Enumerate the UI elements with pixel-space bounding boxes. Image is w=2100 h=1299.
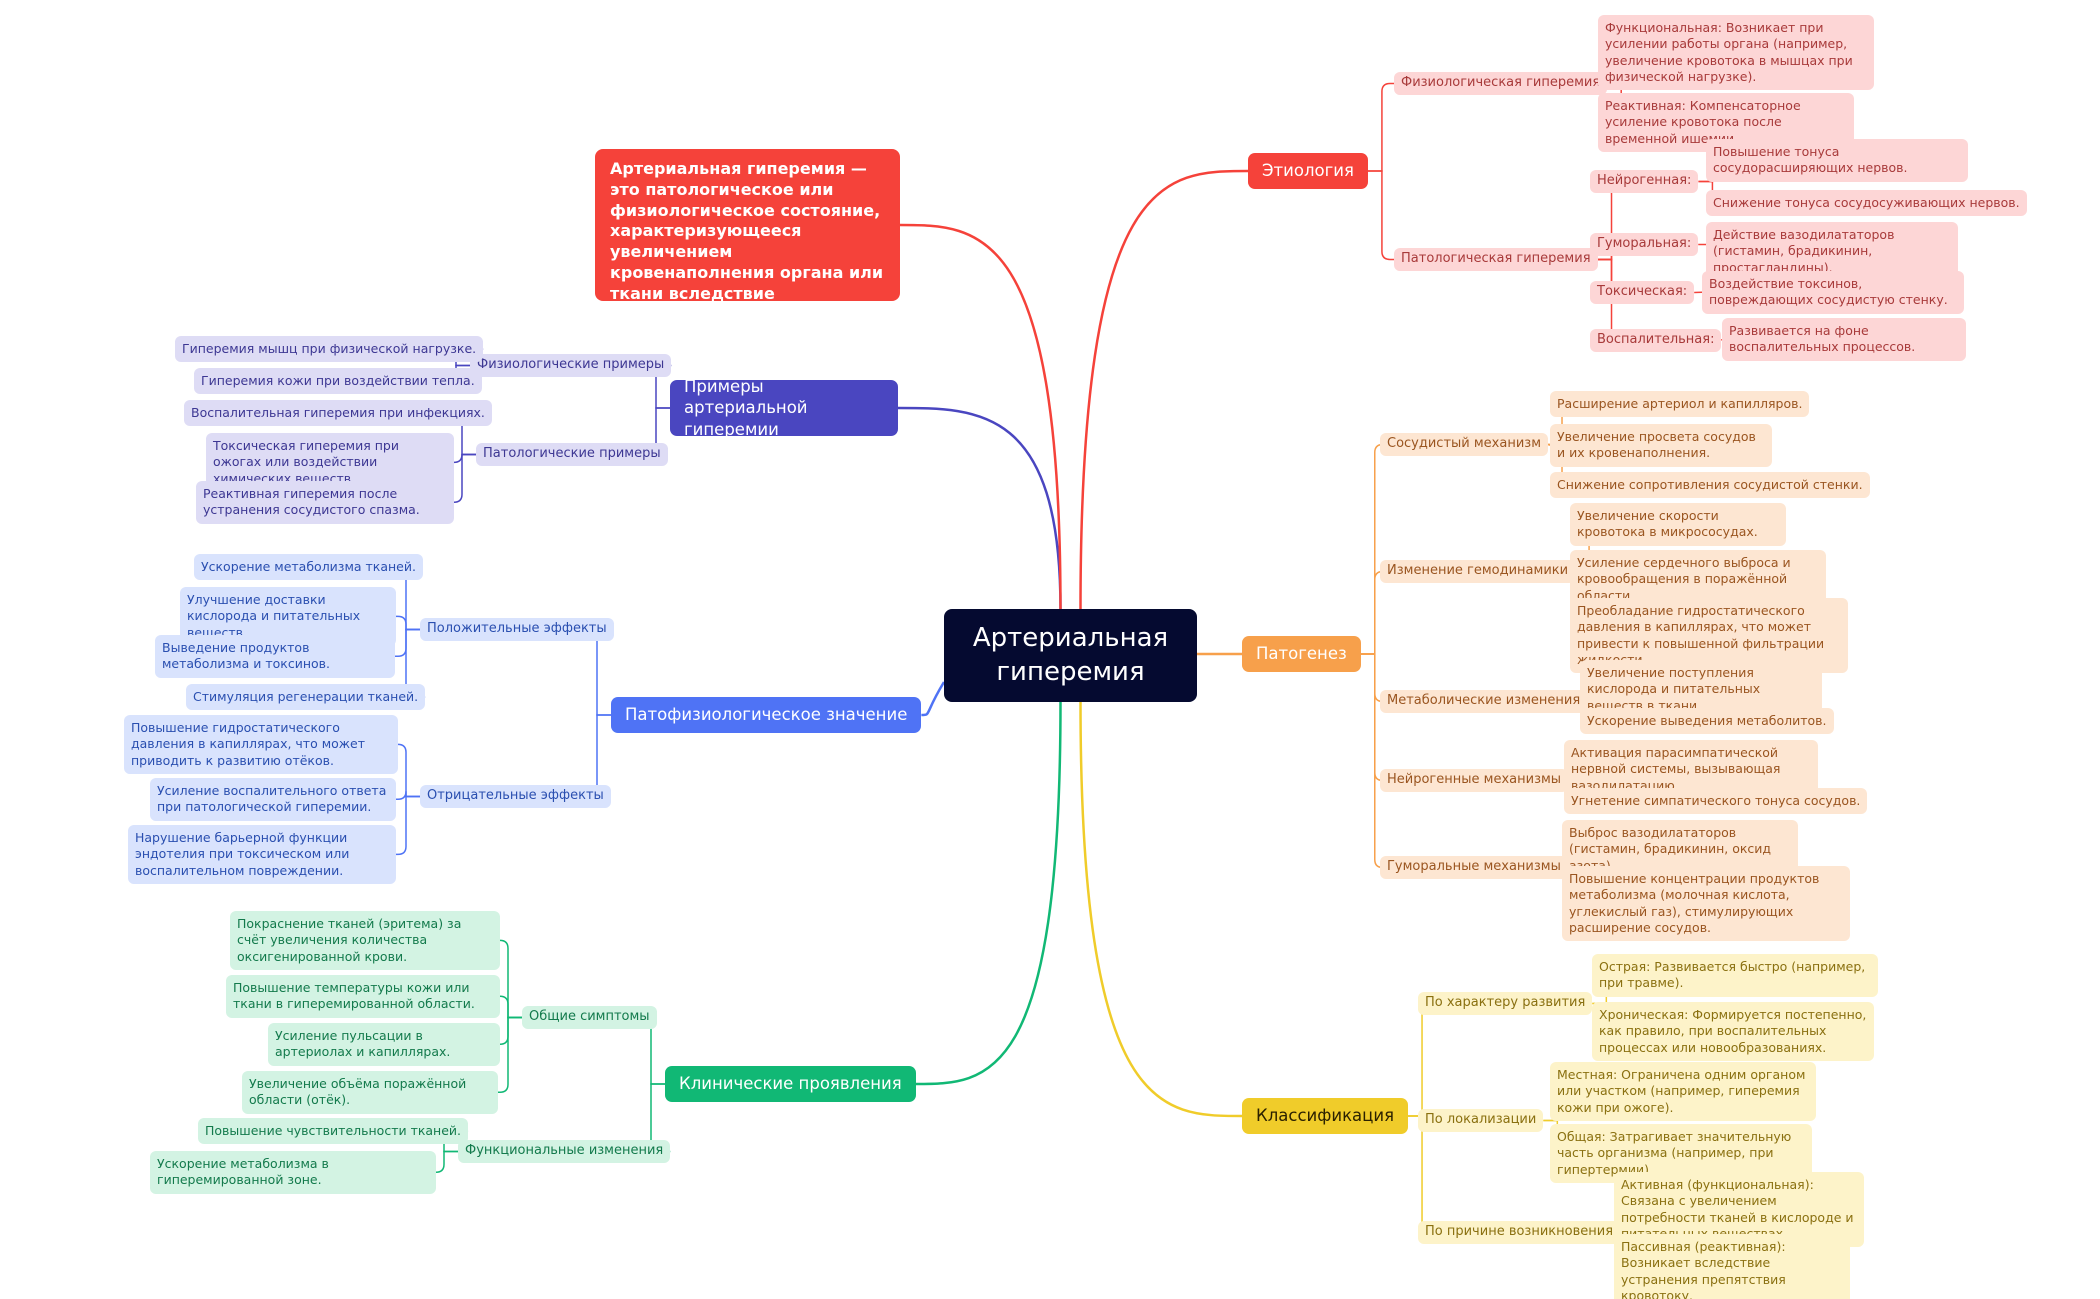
positive-leaf-4[interactable]: Стимуляция регенерации тканей.: [186, 684, 426, 711]
link-p1: [1360, 570, 1383, 655]
link-k0-0: [499, 939, 522, 1019]
general-symptoms-branch[interactable]: Общие симптомы: [522, 1006, 657, 1029]
link-x1-1: [453, 453, 476, 464]
symptom-leaf-3[interactable]: Усиление пульсации в артериолах и капилл…: [268, 1023, 500, 1066]
link-c2: [1408, 1115, 1431, 1234]
link-k0-1: [499, 995, 522, 1019]
neurogenic-mechanisms-branch[interactable]: Нейрогенные механизмы: [1380, 769, 1569, 792]
root-node[interactable]: Артериальная гиперемия: [944, 609, 1197, 702]
link-clinical: [915, 701, 1062, 1086]
physio-example-leaf-2[interactable]: Гиперемия кожи при воздействии тепла.: [194, 368, 482, 395]
link-k0-3: [498, 1016, 522, 1093]
pathological-hyperemia-branch[interactable]: Патологическая гиперемия: [1394, 248, 1598, 271]
link-s0: [588, 628, 614, 716]
link-p4: [1360, 653, 1383, 869]
link-s1-1: [396, 791, 420, 800]
functional-leaf-2[interactable]: Ускорение метаболизма в гиперемированной…: [150, 1151, 436, 1194]
link-s0-2: [395, 628, 420, 657]
etiology-topic[interactable]: Этиология: [1248, 153, 1368, 189]
link-e1: [1367, 82, 1394, 172]
metabolic-changes-branch[interactable]: Метаболические изменения: [1380, 690, 1588, 713]
symptom-leaf-2[interactable]: Повышение температуры кожи или ткани в г…: [226, 975, 500, 1018]
examples-topic[interactable]: Примеры артериальной гиперемии: [670, 377, 898, 439]
positive-leaf-1[interactable]: Ускорение метаболизма тканей.: [194, 554, 423, 581]
significance-topic[interactable]: Патофизиологическое значение: [611, 697, 922, 733]
patho-example-leaf-3[interactable]: Реактивная гиперемия после устранения со…: [196, 481, 454, 524]
link-e2: [1367, 170, 1394, 261]
link-examples: [897, 406, 1062, 610]
functional-changes-branch[interactable]: Функциональные изменения: [458, 1140, 671, 1163]
link-c0: [1408, 1002, 1431, 1117]
chronic-leaf[interactable]: Хроническая: Формируется постепенно, как…: [1592, 1002, 1874, 1061]
physiological-hyperemia-branch[interactable]: Физиологическая гиперемия: [1394, 72, 1608, 95]
pathological-examples-branch[interactable]: Патологические примеры: [476, 443, 668, 466]
neurogenic-leaf-2[interactable]: Угнетение симпатического тонуса сосудов.: [1564, 788, 1868, 815]
link-classification: [1079, 701, 1243, 1118]
vascular-leaf-2[interactable]: Увеличение просвета сосудов и их кровена…: [1550, 424, 1772, 467]
neurogenic-cause-leaf-1[interactable]: Повышение тонуса сосудорасширяющих нерво…: [1706, 139, 1968, 182]
neurogenic-cause-leaf-2[interactable]: Снижение тонуса сосудосуживающих нервов.: [1706, 190, 2027, 217]
toxic-cause-leaf[interactable]: Воздействие токсинов, повреждающих сосуд…: [1702, 271, 1964, 314]
classification-topic[interactable]: Классификация: [1242, 1098, 1409, 1134]
localization-branch[interactable]: По локализации: [1418, 1109, 1544, 1132]
vascular-leaf-1[interactable]: Расширение артериол и капилляров.: [1550, 391, 1810, 418]
link-s1-2: [396, 795, 420, 856]
humoral-cause-leaf[interactable]: Действие вазодилататоров (гистамин, брад…: [1706, 222, 1958, 281]
link-e10: [1720, 338, 1723, 341]
link-x1-2: [453, 453, 476, 503]
physio-example-leaf-1[interactable]: Гиперемия мышц при физической нагрузке.: [175, 336, 484, 363]
metabolic-leaf-2[interactable]: Ускорение выведения метаболитов.: [1580, 708, 1834, 735]
definition-node[interactable]: Артериальная гиперемия — это патологичес…: [595, 149, 900, 344]
negative-effects-branch[interactable]: Отрицательные эффекты: [420, 785, 611, 808]
cause-branch[interactable]: По причине возникновения: [1418, 1221, 1621, 1244]
link-k1-1: [435, 1150, 458, 1173]
passive-leaf[interactable]: Пассивная (реактивная): Возникает вследс…: [1614, 1234, 1850, 1299]
positive-effects-branch[interactable]: Положительные эффекты: [420, 618, 614, 641]
pathogenesis-topic[interactable]: Патогенез: [1242, 636, 1361, 672]
link-k0-2: [499, 1016, 522, 1045]
positive-leaf-3[interactable]: Выведение продуктов метаболизма и токсин…: [155, 635, 395, 678]
inflammatory-cause-branch[interactable]: Воспалительная:: [1590, 329, 1722, 352]
functional-leaf-1[interactable]: Повышение чувствительности тканей.: [198, 1118, 469, 1145]
humoral-cause-branch[interactable]: Гуморальная:: [1590, 233, 1699, 256]
clinical-topic[interactable]: Клинические проявления: [665, 1066, 916, 1102]
link-p0: [1360, 443, 1383, 655]
link-significance: [921, 681, 946, 717]
link-s0-1: [396, 615, 420, 631]
acute-leaf[interactable]: Острая: Развивается быстро (например, пр…: [1592, 954, 1878, 997]
link-p3: [1360, 653, 1383, 782]
link-s1-0: [397, 743, 420, 798]
link-etiology: [1079, 169, 1249, 610]
patho-example-leaf-1[interactable]: Воспалительная гиперемия при инфекциях.: [184, 400, 492, 427]
humoral-leaf-2[interactable]: Повышение концентрации продуктов метабол…: [1562, 866, 1850, 941]
development-branch[interactable]: По характеру развития: [1418, 992, 1593, 1015]
hemodynamics-branch[interactable]: Изменение гемодинамики: [1380, 560, 1576, 583]
neurogenic-cause-branch[interactable]: Нейрогенная:: [1590, 170, 1699, 193]
link-definition: [899, 223, 1062, 610]
physiological-examples-branch[interactable]: Физиологические примеры: [470, 354, 672, 377]
negative-leaf-1[interactable]: Повышение гидростатического давления в к…: [124, 715, 398, 774]
humoral-mechanisms-branch[interactable]: Гуморальные механизмы: [1380, 856, 1568, 879]
symptom-leaf-1[interactable]: Покраснение тканей (эритема) за счёт уве…: [230, 911, 500, 970]
negative-leaf-3[interactable]: Нарушение барьерной функции эндотелия пр…: [128, 825, 396, 884]
vascular-mechanism-branch[interactable]: Сосудистый механизм: [1380, 433, 1549, 456]
local-leaf[interactable]: Местная: Ограничена одним органом или уч…: [1550, 1062, 1816, 1121]
functional-hyperemia-leaf[interactable]: Функциональная: Возникает при усилении р…: [1598, 15, 1874, 90]
vascular-leaf-3[interactable]: Снижение сопротивления сосудистой стенки…: [1550, 472, 1870, 499]
symptom-leaf-4[interactable]: Увеличение объёма поражённой области (от…: [242, 1071, 498, 1114]
negative-leaf-2[interactable]: Усиление воспалительного ответа при пато…: [150, 778, 396, 821]
toxic-cause-branch[interactable]: Токсическая:: [1590, 281, 1695, 304]
inflammatory-cause-leaf[interactable]: Развивается на фоне воспалительных проце…: [1722, 318, 1966, 361]
hemodynamics-leaf-1[interactable]: Увеличение скорости кровотока в микросос…: [1570, 503, 1786, 546]
